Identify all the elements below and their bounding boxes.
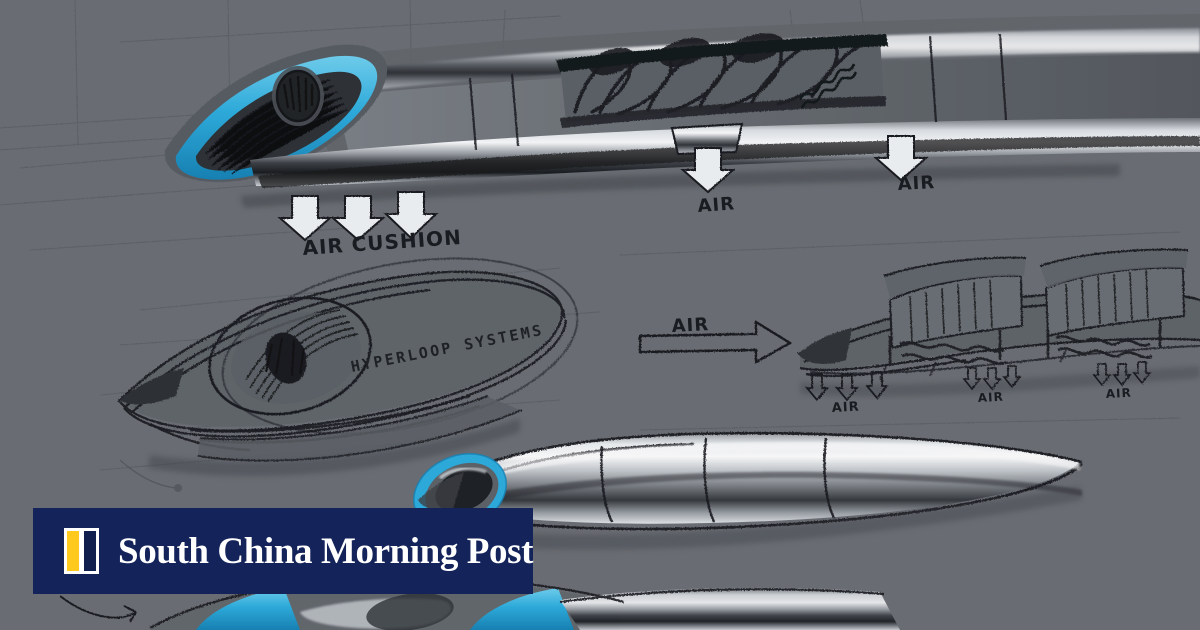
- annotation-air-mid: AIR: [680, 147, 736, 217]
- annotation-air-small-left: [805, 371, 889, 402]
- annotation-air-small-mid: [962, 365, 1022, 391]
- label-air-small-mid: AIR: [977, 390, 1004, 405]
- arrow-down-2: [330, 195, 386, 242]
- pod-top-cutaway: [164, 14, 1200, 208]
- canopy-middle-left: [208, 296, 372, 416]
- scmp-logo-icon: [64, 528, 100, 574]
- capsule-1: [883, 256, 1027, 349]
- air-pad-mid: [672, 124, 742, 154]
- logo-swatch-navy: [84, 531, 97, 571]
- annotation-air-small-right: [1092, 361, 1152, 387]
- label-air-small-left: AIR: [831, 400, 860, 416]
- label-air-mid: AIR: [697, 193, 736, 217]
- logo-swatch-yellow: [67, 531, 80, 571]
- arrow-down-3: [383, 191, 439, 240]
- scmp-watermark-banner: South China Morning Post: [33, 508, 533, 594]
- label-air-rear: AIR: [897, 172, 936, 195]
- logo-swatch-divider: [79, 531, 85, 571]
- label-air-small-right: AIR: [1105, 386, 1132, 401]
- arrow-down-1: [277, 195, 333, 242]
- pencil-curve-arrow: [59, 595, 137, 623]
- pod-cluster-right: [797, 248, 1200, 397]
- annotation-air-rear: AIR: [873, 135, 936, 195]
- headlight-eye-top: [272, 66, 324, 126]
- capsule-2: [1039, 248, 1189, 337]
- arrow-down-rear: [873, 135, 929, 182]
- annotation-air-flow: AIR: [638, 314, 793, 365]
- pod-middle-left: HYPERLOOP SYSTEMS: [117, 257, 579, 477]
- arrow-right-flow: [638, 319, 793, 365]
- nose-accent-cyan-bottom-left-2: [470, 588, 574, 630]
- rear-coil-detail: [798, 63, 858, 109]
- label-air-flow: AIR: [671, 314, 710, 337]
- arrow-down-mid: [680, 147, 736, 194]
- machinery-scribble: [888, 320, 1162, 366]
- nose-accent-cyan-bottom-left: [196, 588, 300, 630]
- bottom-pod-seams: [600, 437, 836, 523]
- scmp-wordmark: South China Morning Post: [118, 530, 533, 572]
